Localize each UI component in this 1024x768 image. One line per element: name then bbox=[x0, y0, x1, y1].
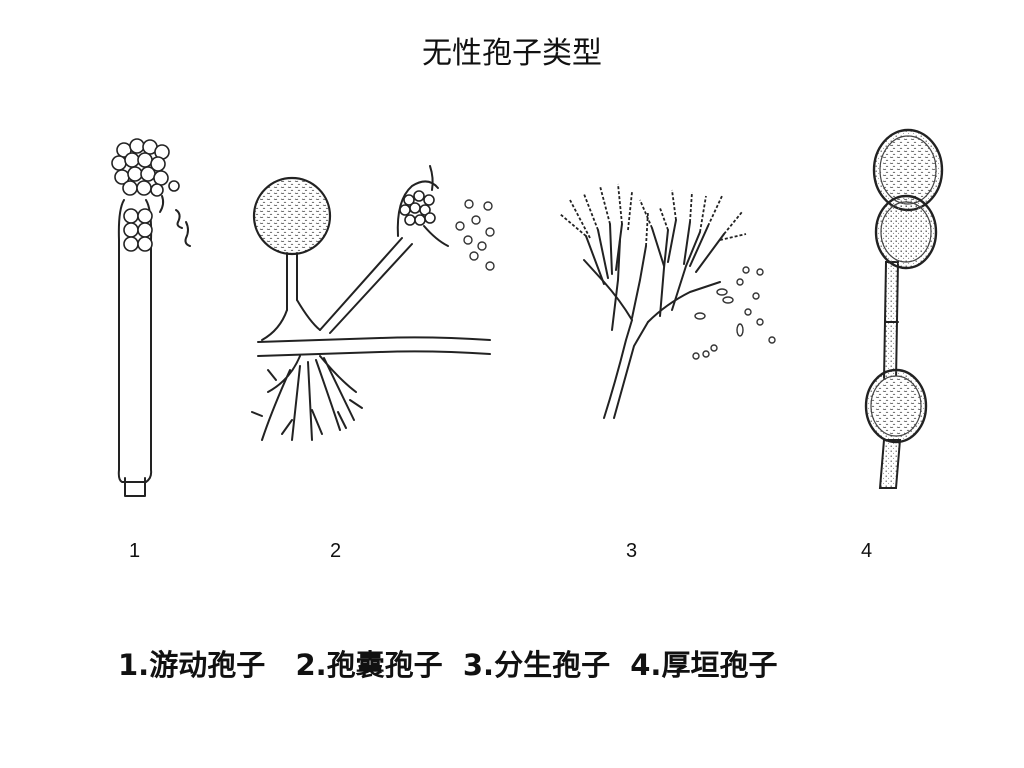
figure-4-chlamydospore bbox=[864, 128, 944, 489]
figure-3-conidiospore bbox=[559, 183, 776, 419]
page-title: 无性孢子类型 bbox=[422, 36, 602, 71]
conidia-chains bbox=[559, 183, 747, 247]
zoospores-inside bbox=[123, 208, 153, 252]
sporangium-small bbox=[399, 190, 436, 226]
released-conidia bbox=[692, 266, 776, 360]
figure-number-1: 1 bbox=[129, 540, 141, 562]
released-spores bbox=[455, 199, 495, 271]
figure-2-sporangiospore bbox=[251, 165, 495, 441]
figure-number-4: 4 bbox=[861, 540, 873, 562]
figure-number-3: 3 bbox=[626, 540, 638, 562]
figure-1-zoospore bbox=[111, 138, 191, 497]
caption: 1.游动孢子 2.孢囊孢子 3.分生孢子 4.厚垣孢子 bbox=[118, 648, 778, 682]
zoospore-cluster bbox=[111, 138, 180, 197]
figure-number-2: 2 bbox=[330, 540, 342, 562]
